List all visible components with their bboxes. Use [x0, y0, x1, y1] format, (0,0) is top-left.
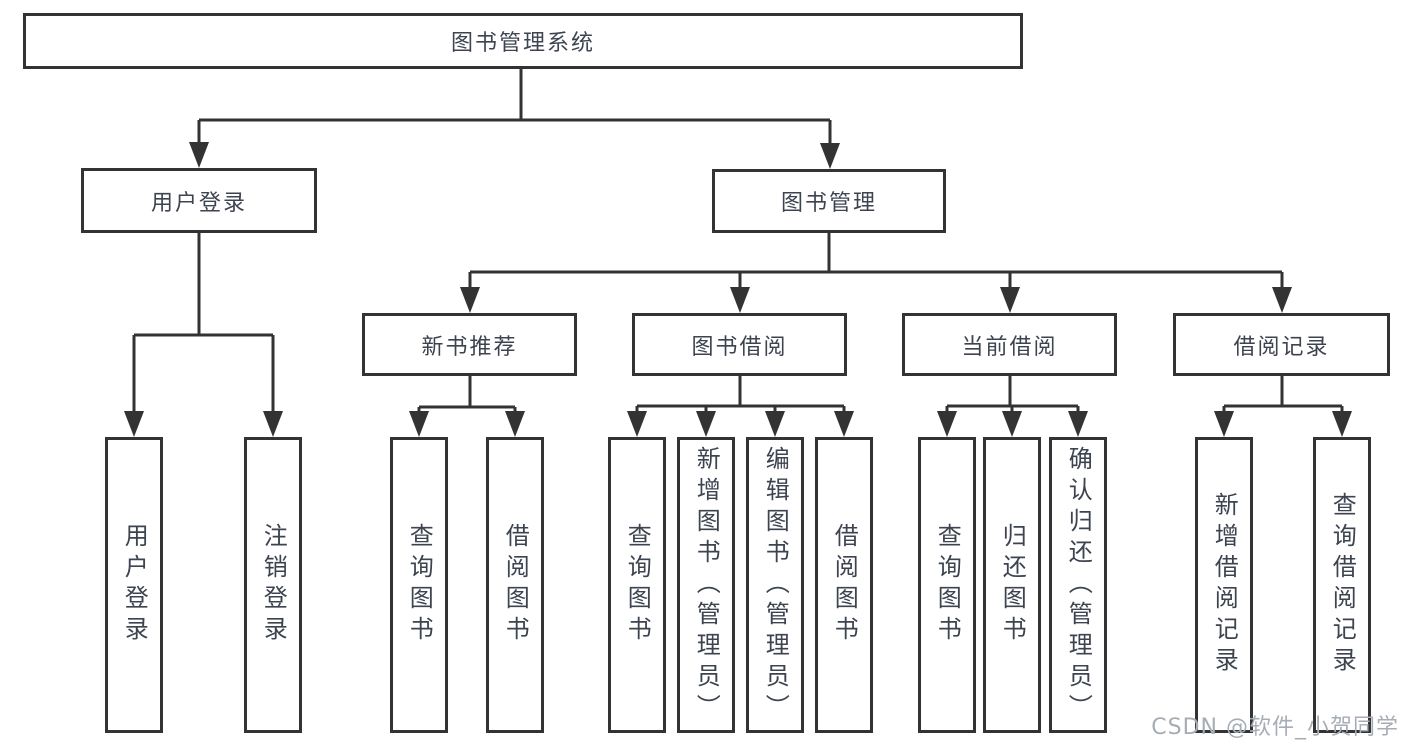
arrowhead-group	[124, 142, 1352, 437]
node-label: 借阅记录	[1233, 334, 1330, 360]
node-label: 查询图书	[623, 523, 652, 647]
node-label: 用户登录	[120, 523, 149, 647]
csdn-watermark: CSDN @软件_小贺同学	[1151, 715, 1399, 740]
leaf-borrowing-edit-books-admin: 编辑图书（管理员）	[746, 437, 804, 733]
node-label: 查询图书	[405, 523, 434, 647]
node-label: 新书推荐	[421, 334, 518, 360]
leaf-current-confirm-return-admin: 确认归还（管理员）	[1049, 437, 1107, 733]
node-label: 当前借阅	[961, 334, 1058, 360]
leaf-newbooks-query-books: 查询图书	[390, 437, 448, 733]
node-label: 借阅图书	[501, 523, 530, 647]
node-new-book-recommendation: 新书推荐	[362, 313, 577, 376]
node-book-management: 图书管理	[712, 169, 946, 233]
node-label: 图书借阅	[691, 334, 788, 360]
node-label: 归还图书	[998, 523, 1027, 647]
node-label: 图书管理系统	[450, 31, 595, 56]
node-book-borrowing: 图书借阅	[632, 313, 847, 376]
node-label: 注销登录	[259, 523, 288, 647]
leaf-records-add-borrow-record: 新增借阅记录	[1195, 437, 1253, 733]
leaf-borrowing-borrow-books: 借阅图书	[815, 437, 873, 733]
leaf-borrowing-add-books-admin: 新增图书（管理员）	[677, 437, 735, 733]
node-label: 新增借阅记录	[1210, 492, 1239, 678]
leaf-current-query-books: 查询图书	[918, 437, 976, 733]
node-label: 用户登录	[150, 190, 247, 216]
leaf-borrowing-query-books: 查询图书	[608, 437, 666, 733]
leaf-newbooks-borrow-books: 借阅图书	[486, 437, 544, 733]
node-label: 查询图书	[933, 523, 962, 647]
node-label: 编辑图书（管理员）	[761, 445, 790, 725]
node-label: 查询借阅记录	[1328, 492, 1357, 678]
node-root-book-management-system: 图书管理系统	[23, 13, 1023, 69]
node-user-login: 用户登录	[81, 168, 317, 233]
node-current-borrowing: 当前借阅	[902, 313, 1117, 376]
node-label: 借阅图书	[830, 523, 859, 647]
node-borrowing-records: 借阅记录	[1173, 313, 1390, 376]
leaf-current-return-books: 归还图书	[983, 437, 1041, 733]
node-label: 确认归还（管理员）	[1064, 445, 1093, 725]
leaf-records-query-borrow-record: 查询借阅记录	[1313, 437, 1371, 733]
leaf-logout: 注销登录	[244, 437, 302, 733]
node-label: 新增图书（管理员）	[692, 445, 721, 725]
leaf-user-login: 用户登录	[105, 437, 163, 733]
node-label: 图书管理	[780, 191, 877, 216]
